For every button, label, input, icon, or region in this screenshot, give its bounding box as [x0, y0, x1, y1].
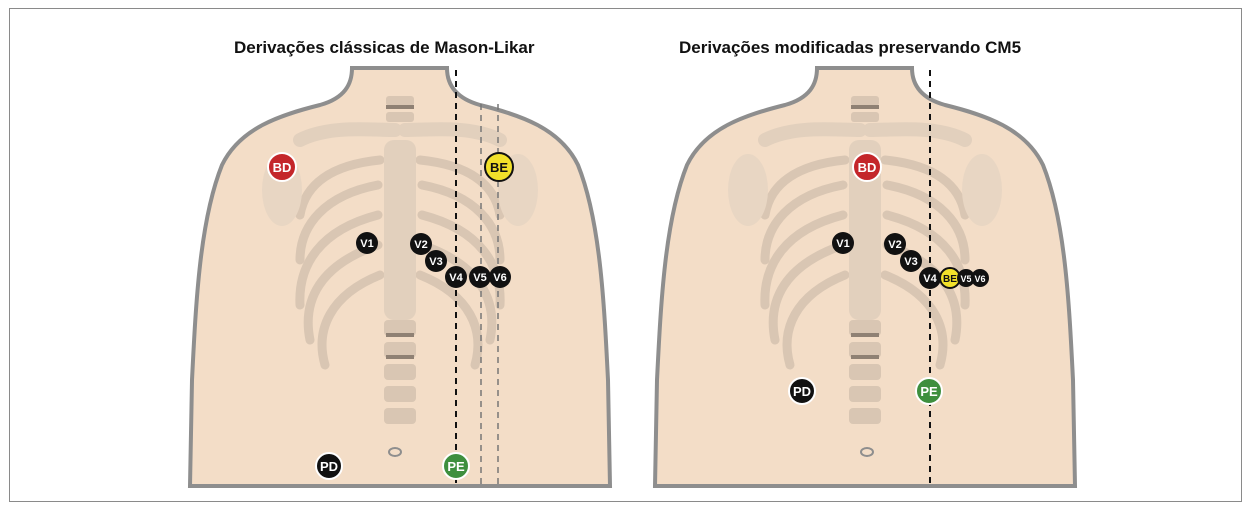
right-label-v3: V3	[904, 256, 917, 268]
right-electrode-v3: V3	[900, 250, 922, 272]
right-label-bd: BD	[858, 160, 877, 175]
right-label-be: BE	[943, 274, 957, 285]
right-electrode-pd: PD	[789, 378, 815, 404]
right-label-v1: V1	[836, 238, 849, 250]
right-label-pe: PE	[920, 384, 938, 399]
right-electrode-pe: PE	[916, 378, 942, 404]
right-label-v4: V4	[923, 273, 937, 285]
right-electrode-v4: V4	[919, 267, 941, 289]
right-electrode-bd: BD	[853, 153, 881, 181]
right-label-pd: PD	[793, 384, 811, 399]
right-electrode-v2: V2	[884, 233, 906, 255]
right-label-v6: V6	[974, 274, 985, 284]
right-electrode-v1: V1	[832, 232, 854, 254]
right-label-v5: V5	[960, 274, 971, 284]
right-electrode-v6: V6	[971, 269, 989, 287]
right-label-v2: V2	[888, 239, 901, 251]
